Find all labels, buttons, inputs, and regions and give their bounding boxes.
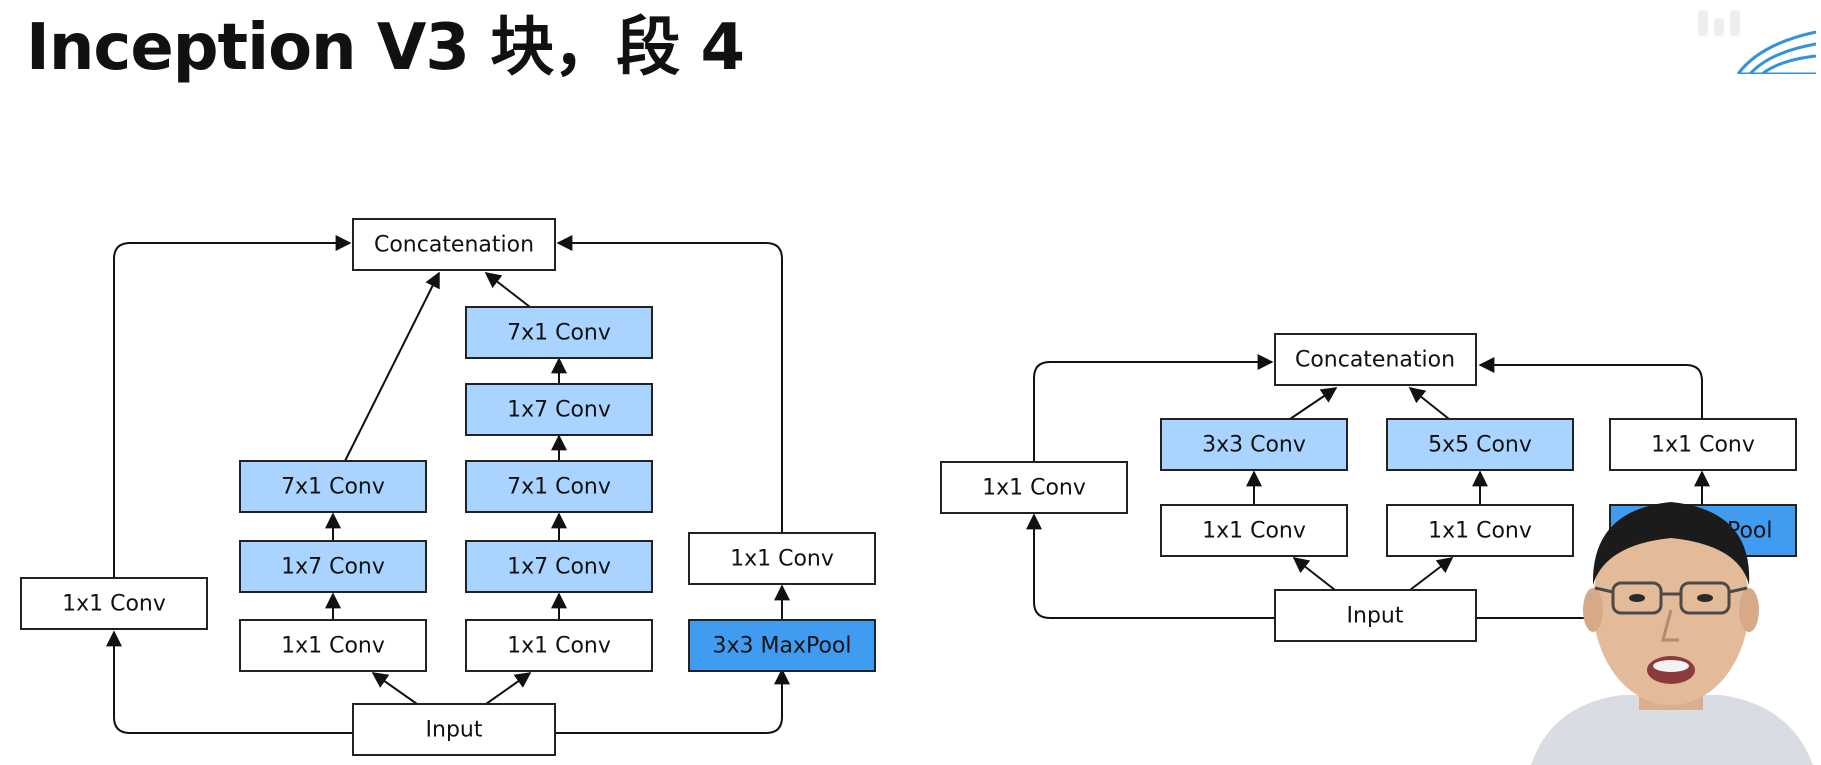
node-b2-1x1-conv: 1x1 Conv <box>239 619 427 672</box>
edge-r-b2-to-concat <box>1289 387 1338 420</box>
r-node-b4-1x1-conv: 1x1 Conv <box>1609 418 1797 471</box>
edge-r-input-to-b1 <box>1026 513 1275 619</box>
edge-b3-to-concat <box>484 272 531 308</box>
svg-text:7x1 Conv: 7x1 Conv <box>507 321 611 346</box>
presenter-video-overlay <box>1531 502 1813 765</box>
edge-input-to-b2 <box>371 672 418 705</box>
node-b4-maxpool: 3x3 MaxPool <box>688 619 876 672</box>
svg-text:7x1 Conv: 7x1 Conv <box>281 475 385 500</box>
svg-text:3x3 MaxPool: 3x3 MaxPool <box>712 634 851 659</box>
edge-b4-to-concat <box>556 235 783 533</box>
node-b3-1x1-conv: 1x1 Conv <box>465 619 653 672</box>
svg-text:Input: Input <box>426 718 483 743</box>
r-node-b3-5x5-conv: 5x5 Conv <box>1386 418 1574 471</box>
edge-b2-to-concat <box>344 271 440 462</box>
node-b1-1x1-conv: 1x1 Conv <box>20 577 208 630</box>
svg-text:1x7 Conv: 1x7 Conv <box>281 555 385 580</box>
left-diagram-edges <box>106 235 790 734</box>
edge-r-input-to-b2 <box>1292 557 1336 591</box>
svg-text:1x1 Conv: 1x1 Conv <box>1428 519 1532 544</box>
edge-b1-to-concat <box>113 235 352 578</box>
node-b3-1x7-conv-a: 1x7 Conv <box>465 540 653 593</box>
node-b3-7x1-conv-b: 7x1 Conv <box>465 306 653 359</box>
r-node-b2-1x1-conv: 1x1 Conv <box>1160 504 1348 557</box>
edge-r-b4-to-concat <box>1478 357 1703 419</box>
svg-text:1x1 Conv: 1x1 Conv <box>1202 519 1306 544</box>
svg-text:1x1 Conv: 1x1 Conv <box>507 634 611 659</box>
svg-text:1x1 Conv: 1x1 Conv <box>62 592 166 617</box>
slide-title: Inception V3 块，段 4 <box>26 11 745 85</box>
r-node-b3-1x1-conv: 1x1 Conv <box>1386 504 1574 557</box>
edge-input-to-b4 <box>556 668 790 734</box>
r-node-b2-3x3-conv: 3x3 Conv <box>1160 418 1348 471</box>
node-input: Input <box>352 703 556 756</box>
edge-r-b1-to-concat <box>1033 354 1274 462</box>
node-b4-1x1-conv: 1x1 Conv <box>688 532 876 585</box>
r-node-input: Input <box>1274 589 1477 642</box>
node-b3-7x1-conv-a: 7x1 Conv <box>465 460 653 513</box>
svg-text:3x3 Conv: 3x3 Conv <box>1202 433 1306 458</box>
edge-r-b3-to-concat <box>1408 387 1450 420</box>
svg-text:Input: Input <box>1347 604 1404 629</box>
svg-text:1x7 Conv: 1x7 Conv <box>507 398 611 423</box>
right-inception-diagram: Concatenation Input 1x1 Conv 1x1 Conv 3x… <box>940 333 1797 642</box>
svg-text:Concatenation: Concatenation <box>1295 348 1455 373</box>
node-b2-7x1-conv: 7x1 Conv <box>239 460 427 513</box>
svg-text:1x1 Conv: 1x1 Conv <box>730 547 834 572</box>
svg-text:Concatenation: Concatenation <box>374 233 534 258</box>
watermark-logo-icon <box>1698 10 1817 74</box>
r-node-b1-1x1-conv: 1x1 Conv <box>940 461 1128 514</box>
svg-text:1x1 Conv: 1x1 Conv <box>982 476 1086 501</box>
node-b2-1x7-conv: 1x7 Conv <box>239 540 427 593</box>
left-inception-diagram: Concatenation Input 1x1 Conv 1x1 Conv 1x… <box>20 218 876 756</box>
svg-text:1x7 Conv: 1x7 Conv <box>507 555 611 580</box>
edge-r-input-to-b3 <box>1409 557 1454 591</box>
node-b3-1x7-conv-b: 1x7 Conv <box>465 383 653 436</box>
svg-text:1x1 Conv: 1x1 Conv <box>1651 433 1755 458</box>
r-node-concatenation: Concatenation <box>1274 333 1477 386</box>
node-concatenation: Concatenation <box>352 218 556 271</box>
svg-text:7x1 Conv: 7x1 Conv <box>507 475 611 500</box>
edge-input-to-b1 <box>106 630 353 734</box>
edge-input-to-b3 <box>485 672 532 705</box>
svg-text:5x5 Conv: 5x5 Conv <box>1428 433 1532 458</box>
svg-text:1x1 Conv: 1x1 Conv <box>281 634 385 659</box>
